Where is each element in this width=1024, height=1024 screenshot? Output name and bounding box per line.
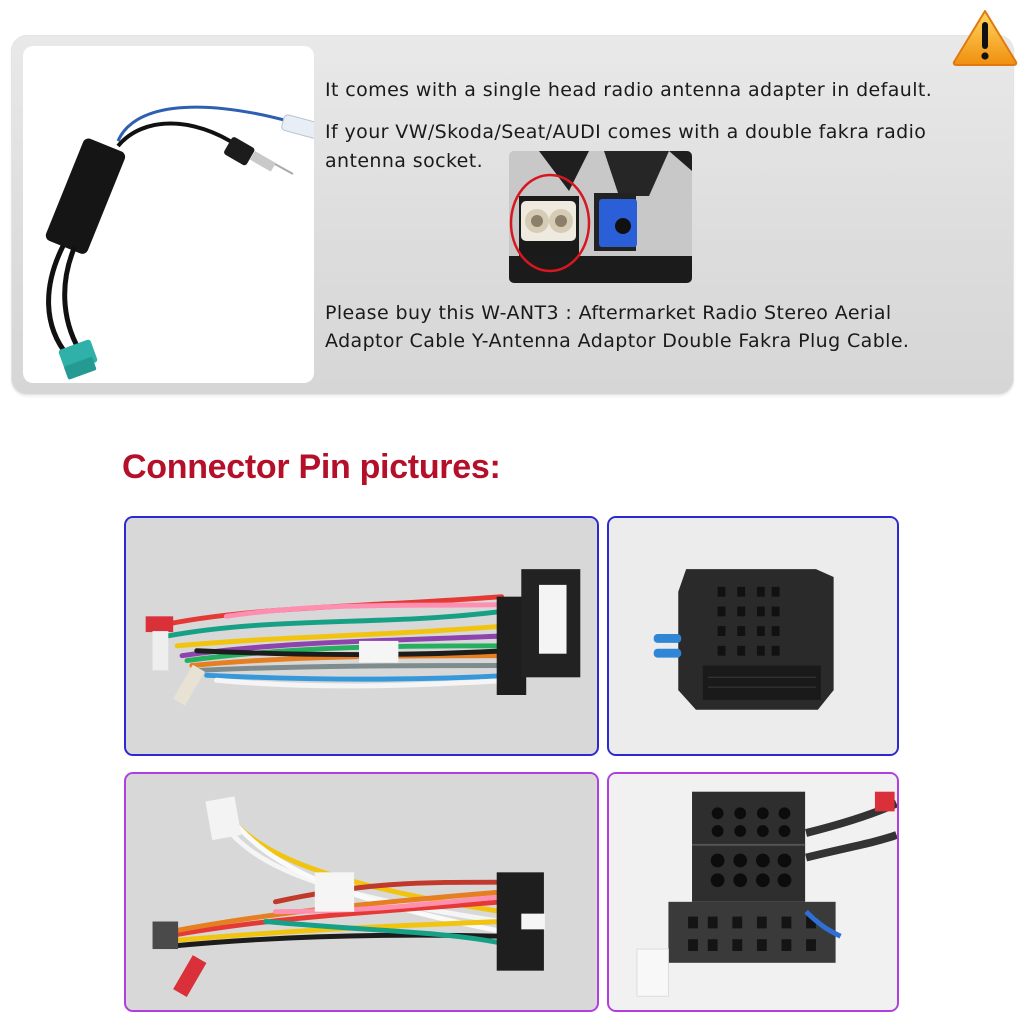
warning-triangle-icon <box>951 8 1019 66</box>
fakra-socket-photo <box>509 151 692 283</box>
antenna-adapter-illustration <box>45 105 314 380</box>
notice-line-default-adapter: It comes with a single head radio antenn… <box>325 79 933 101</box>
iso-connector-illustration <box>609 774 897 1010</box>
gallery-photo-quadlock-pin-face <box>607 516 899 756</box>
wiring-harness-illustration <box>127 518 596 754</box>
antenna-adapter-photo <box>23 46 314 383</box>
gallery-photo-harness-quadlock <box>124 516 599 756</box>
notice-line-antenna-socket: antenna socket. <box>325 150 484 172</box>
notice-line-double-fakra: If your VW/Skoda/Seat/AUDI comes with a … <box>325 121 927 143</box>
fakra-socket-illustration <box>509 151 692 283</box>
gallery-photo-harness-white-plug <box>124 772 599 1012</box>
notice-line-buy-recommendation: Please buy this W-ANT3 : Aftermarket Rad… <box>325 302 892 324</box>
section-title: Connector Pin pictures: <box>122 448 501 486</box>
gallery-photo-iso-pin-face <box>607 772 899 1012</box>
notice-line-product-description: Adaptor Cable Y-Antenna Adaptor Double F… <box>325 330 910 352</box>
quadlock-connector-illustration <box>609 518 897 754</box>
wiring-harness-illustration-2 <box>127 774 596 1010</box>
